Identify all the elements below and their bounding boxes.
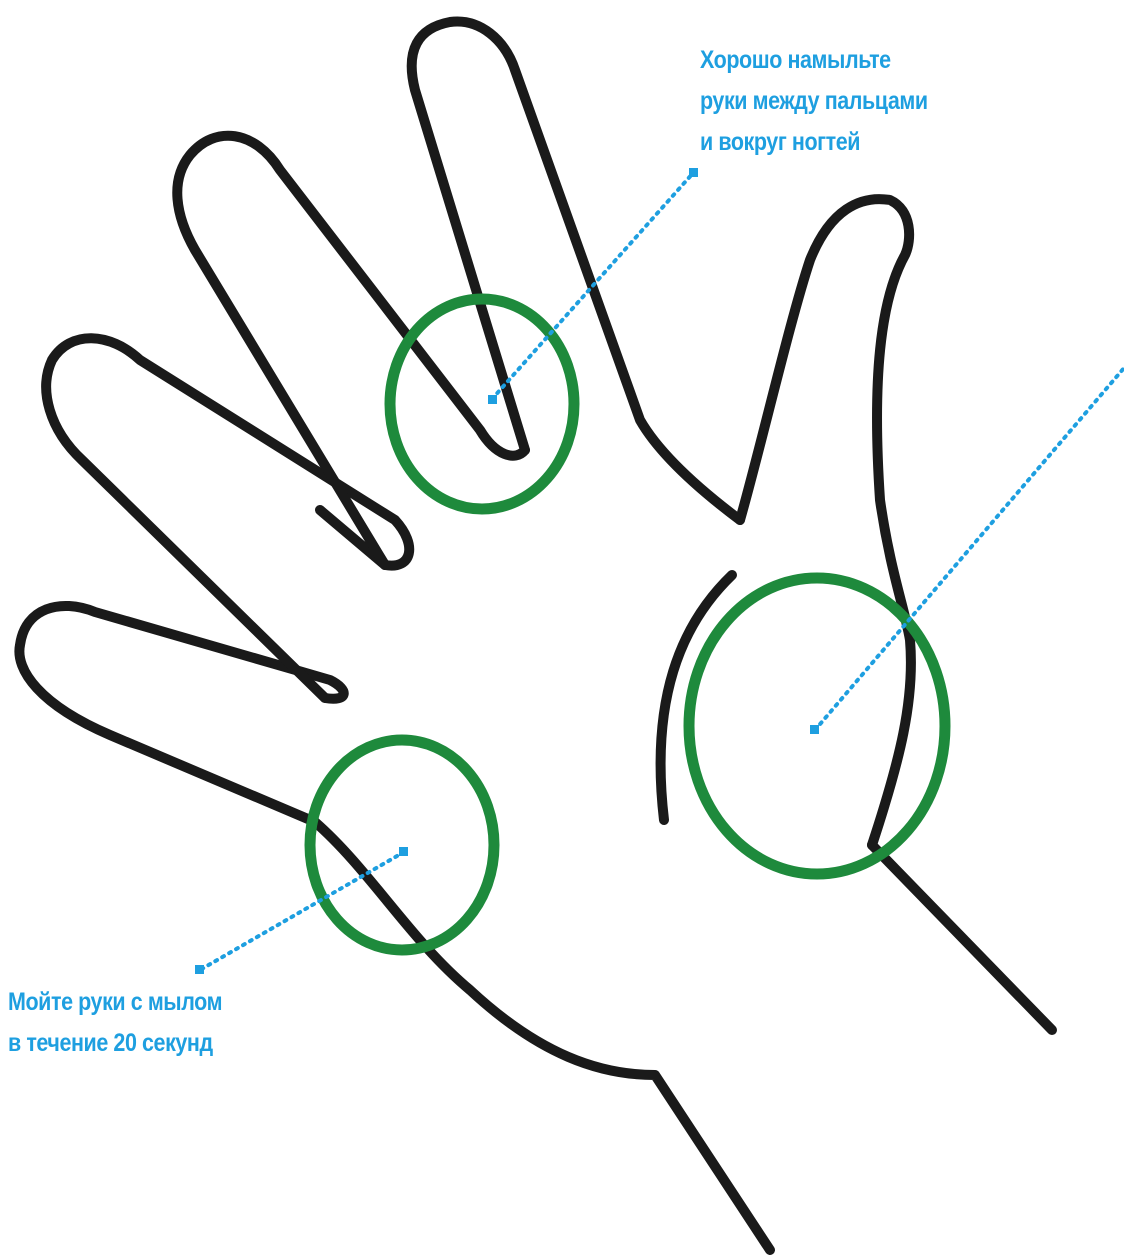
- palm-lower-edge: [315, 822, 770, 1250]
- callout-label-wash-20-seconds: Мойте руки с мылом в течение 20 секунд: [8, 982, 222, 1064]
- index-finger: [412, 22, 740, 520]
- callout-line: Мойте руки с мылом: [8, 982, 222, 1023]
- anchor-dot-palm-start: [810, 725, 819, 734]
- callout-line: руки между пальцами: [700, 81, 928, 122]
- leader-line-fingers: [492, 172, 694, 399]
- callout-line: и вокруг ногтей: [700, 122, 928, 163]
- callout-line: в течение 20 секунд: [8, 1023, 222, 1064]
- leader-line-wrist: [200, 852, 404, 970]
- callout-line: Хорошо намыльте: [700, 40, 928, 81]
- thumb: [740, 199, 911, 845]
- leader-line-palm: [815, 368, 1124, 730]
- anchor-dot-fingers-start: [488, 395, 497, 404]
- little-finger: [19, 606, 343, 822]
- middle-finger: [177, 136, 525, 565]
- scrub-circle-fingers: [390, 299, 574, 509]
- wrist-right-line: [872, 845, 1052, 1030]
- callout-anchor-dots: [195, 168, 819, 974]
- anchor-dot-fingers-end: [689, 168, 698, 177]
- anchor-dot-wrist-start: [399, 847, 408, 856]
- anchor-dot-wrist-end: [195, 965, 204, 974]
- hand-outline: [19, 22, 1052, 1250]
- callout-label-between-fingers: Хорошо намыльте руки между пальцами и во…: [700, 40, 928, 163]
